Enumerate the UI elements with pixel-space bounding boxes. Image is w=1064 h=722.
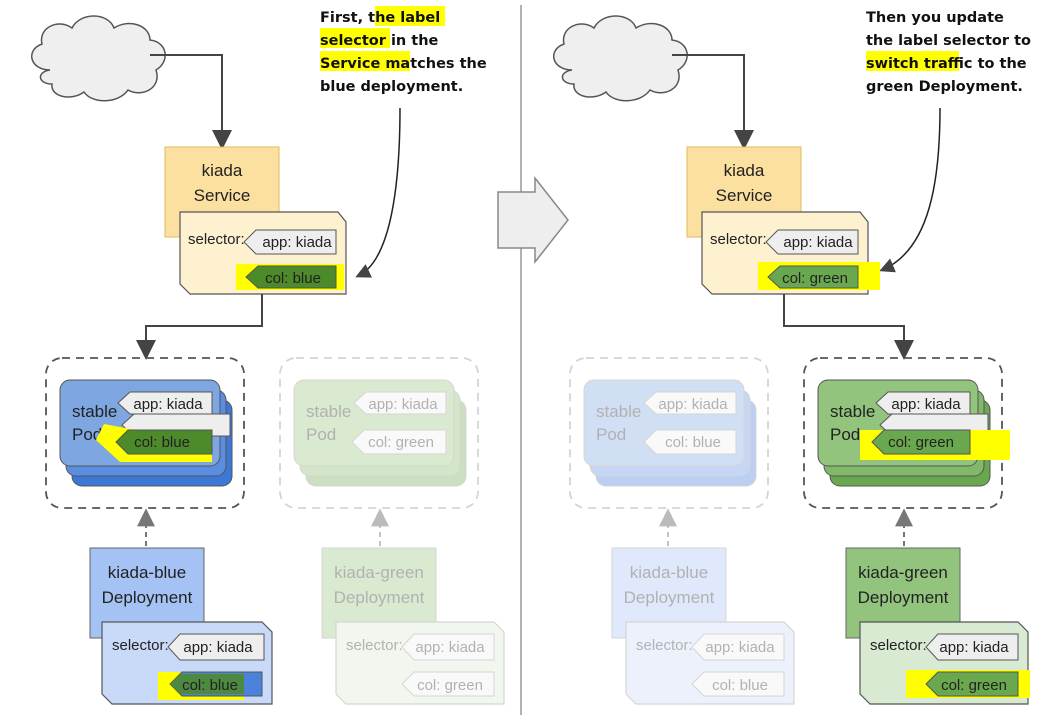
right-inactive-deployment-title-2: Deployment: [624, 588, 715, 607]
right-service-label-col: col: green: [782, 270, 848, 287]
right-service-selector-label: selector:: [710, 231, 767, 248]
right-inactive-deployment-selector-label: selector:: [636, 637, 693, 654]
left-annotation-line-2: selector in the: [320, 33, 439, 49]
left-inactive-pod-title-2: Pod: [306, 425, 336, 444]
left-inactive-deployment-selector-label: selector:: [346, 637, 403, 654]
left-deployment-title-1: kiada-blue: [108, 563, 186, 582]
left-service-label-app: app: kiada: [262, 234, 332, 251]
left-inactive-pod-title-1: stable: [306, 402, 351, 421]
right-deployment-label-app: app: kiada: [939, 639, 1009, 656]
left-deployment-selector-label: selector:: [112, 637, 169, 654]
cloud-to-service-arrow: [150, 54, 232, 150]
left-inactive-deployment-title-1: kiada-green: [334, 563, 424, 582]
left-deployment-inactive: kiada-green Deployment selector: app: ki…: [321, 547, 505, 705]
right-inactive-deployment-label-app: app: kiada: [705, 639, 775, 656]
right-pod-title-1: stable: [830, 402, 875, 421]
left-service-selector-label: selector:: [188, 231, 245, 248]
right-annotation-line-1: Then you update: [866, 10, 1004, 26]
right-pod-label-col: col: green: [888, 434, 954, 451]
right-service: kiada Service selector: app: kiada col: …: [686, 146, 880, 295]
left-annotation-pointer: [355, 107, 401, 278]
left-annotation-line-1: First, the label: [320, 10, 440, 26]
left-inactive-deployment-label-col: col: green: [417, 677, 483, 694]
right-annotation-line-3: switch traffic to the: [866, 56, 1027, 72]
transition-arrow-icon: [497, 175, 569, 265]
right-inactive-pod-title-1: stable: [596, 402, 641, 421]
left-inactive-deployment-label-app: app: kiada: [415, 639, 485, 656]
right-service-title-2: Service: [716, 186, 773, 205]
left-pod-label-col: col: blue: [134, 434, 190, 451]
right-deployment-selector-label: selector:: [870, 637, 927, 654]
right-inactive-pod-label-app: app: kiada: [658, 396, 728, 413]
right-deployment-title-2: Deployment: [858, 588, 949, 607]
left-service: kiada Service selector: app: kiada col: …: [164, 146, 347, 295]
right-cloud-to-service-arrow: [672, 54, 754, 150]
right-annotation-line-4: green Deployment.: [866, 79, 1023, 95]
left-service-title-1: kiada: [202, 161, 243, 180]
right-annotation-pointer: [879, 107, 941, 273]
right-annotation: Then you update the label selector to sw…: [866, 10, 1031, 273]
left-inactive-pod-label-col: col: green: [368, 434, 434, 451]
right-deployment-label-col: col: green: [941, 677, 1007, 694]
left-deployment-label-col: col: blue: [182, 677, 238, 694]
right-inactive-pod-label-col: col: blue: [665, 434, 721, 451]
right-annotation-line-2: the label selector to: [866, 33, 1031, 49]
right-inactive-deployment-title-1: kiada-blue: [630, 563, 708, 582]
left-deployment-label-app: app: kiada: [183, 639, 253, 656]
right-pod-group-inactive: stable Pod app: kiada col: blue: [569, 357, 769, 509]
right-service-to-pod-arrow: [783, 294, 914, 360]
right-inactive-deployment-label-col: col: blue: [712, 677, 768, 694]
left-deployment-active: kiada-blue Deployment selector: app: kia…: [89, 547, 273, 705]
left-annotation-line-4: blue deployment.: [320, 79, 463, 95]
right-service-label-app: app: kiada: [783, 234, 853, 251]
left-annotation: First, the label selector in the Service…: [320, 6, 487, 278]
left-pod-group-inactive: stable Pod app: kiada col: green: [279, 357, 479, 509]
left-pod-group-active: stable Pod app: kiada col: blue: [45, 357, 245, 509]
right-deployment-title-1: kiada-green: [858, 563, 948, 582]
right-panel: Then you update the label selector to sw…: [553, 10, 1031, 705]
left-service-to-pod-arrow: [136, 294, 263, 360]
left-pod-title-1: stable: [72, 402, 117, 421]
internet-cloud-icon: [31, 15, 166, 102]
right-pod-label-app: app: kiada: [891, 396, 961, 413]
right-pod-group-active: stable Pod app: kiada col: green: [803, 357, 1010, 509]
right-internet-cloud-icon: [553, 15, 688, 102]
right-pod-title-2: Pod: [830, 425, 860, 444]
right-inactive-pod-title-2: Pod: [596, 425, 626, 444]
left-panel: First, the label selector in the Service…: [31, 6, 505, 705]
left-service-label-col: col: blue: [265, 270, 321, 287]
right-deployment-active: kiada-green Deployment selector: app: ki…: [845, 547, 1030, 705]
left-inactive-pod-label-app: app: kiada: [368, 396, 438, 413]
left-service-title-2: Service: [194, 186, 251, 205]
left-pod-label-app: app: kiada: [133, 396, 203, 413]
left-pod-title-2: Pod: [72, 425, 102, 444]
left-annotation-line-3: Service matches the: [320, 56, 487, 72]
right-deployment-inactive: kiada-blue Deployment selector: app: kia…: [611, 547, 795, 705]
left-inactive-deployment-title-2: Deployment: [334, 588, 425, 607]
right-service-title-1: kiada: [724, 161, 765, 180]
left-deployment-title-2: Deployment: [102, 588, 193, 607]
